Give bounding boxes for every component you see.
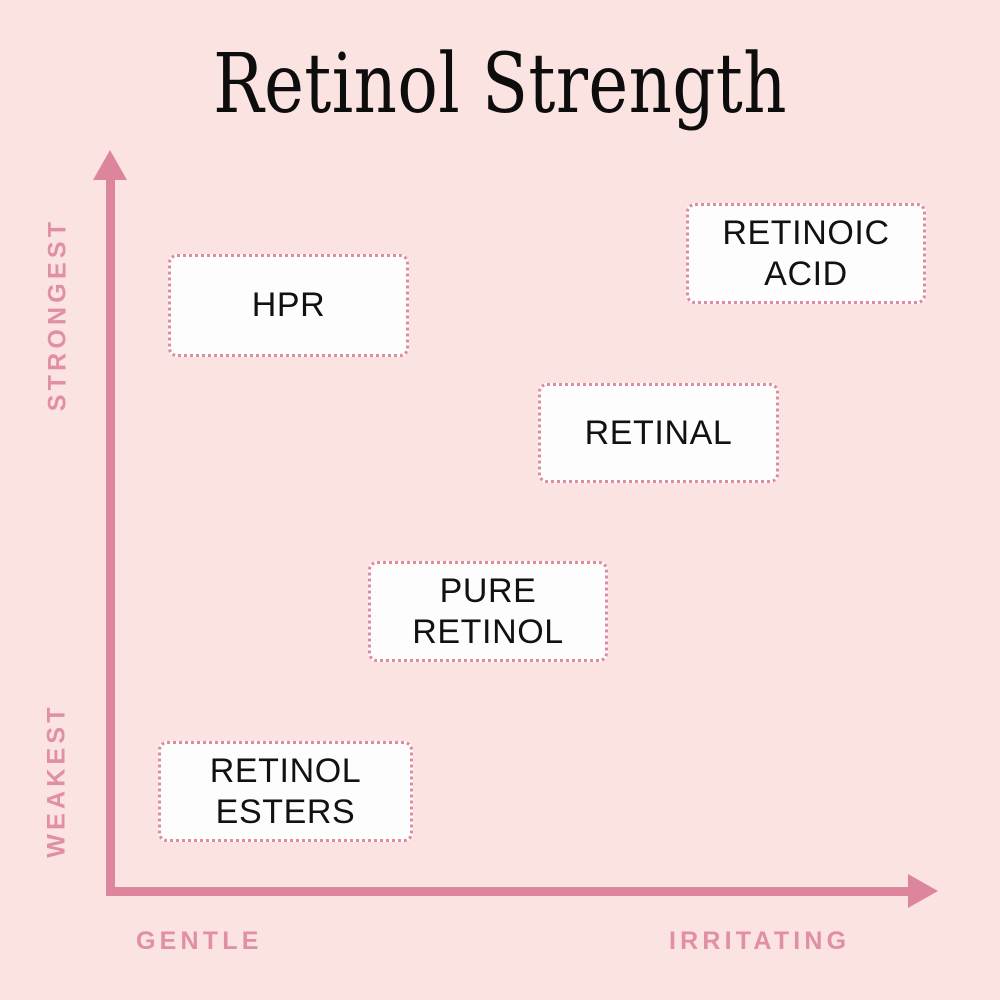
item-box-label: HPR	[251, 286, 326, 325]
item-box-label: PURE RETINOL	[412, 572, 564, 651]
item-box: PURE RETINOL	[368, 561, 608, 662]
y-axis-line	[106, 177, 115, 896]
y-axis-label-strongest: STRONGEST	[43, 217, 72, 412]
x-axis-label-irritating: IRRITATING	[669, 927, 851, 955]
item-box-label: RETINAL	[584, 413, 733, 452]
item-box: RETINOIC ACID	[686, 203, 926, 304]
x-axis-line	[106, 887, 912, 896]
item-box: RETINOL ESTERS	[158, 741, 413, 842]
item-box: RETINAL	[538, 383, 779, 483]
page-title: Retinol Strength	[213, 37, 787, 132]
item-box-label: RETINOIC ACID	[722, 214, 890, 293]
x-axis-label-gentle: GENTLE	[136, 927, 263, 955]
y-axis-label-weakest: WEAKEST	[42, 703, 71, 858]
y-axis-arrowhead-icon	[93, 150, 127, 180]
item-box-label: RETINOL ESTERS	[209, 752, 362, 831]
x-axis-arrowhead-icon	[908, 874, 938, 908]
item-box: HPR	[168, 254, 409, 357]
